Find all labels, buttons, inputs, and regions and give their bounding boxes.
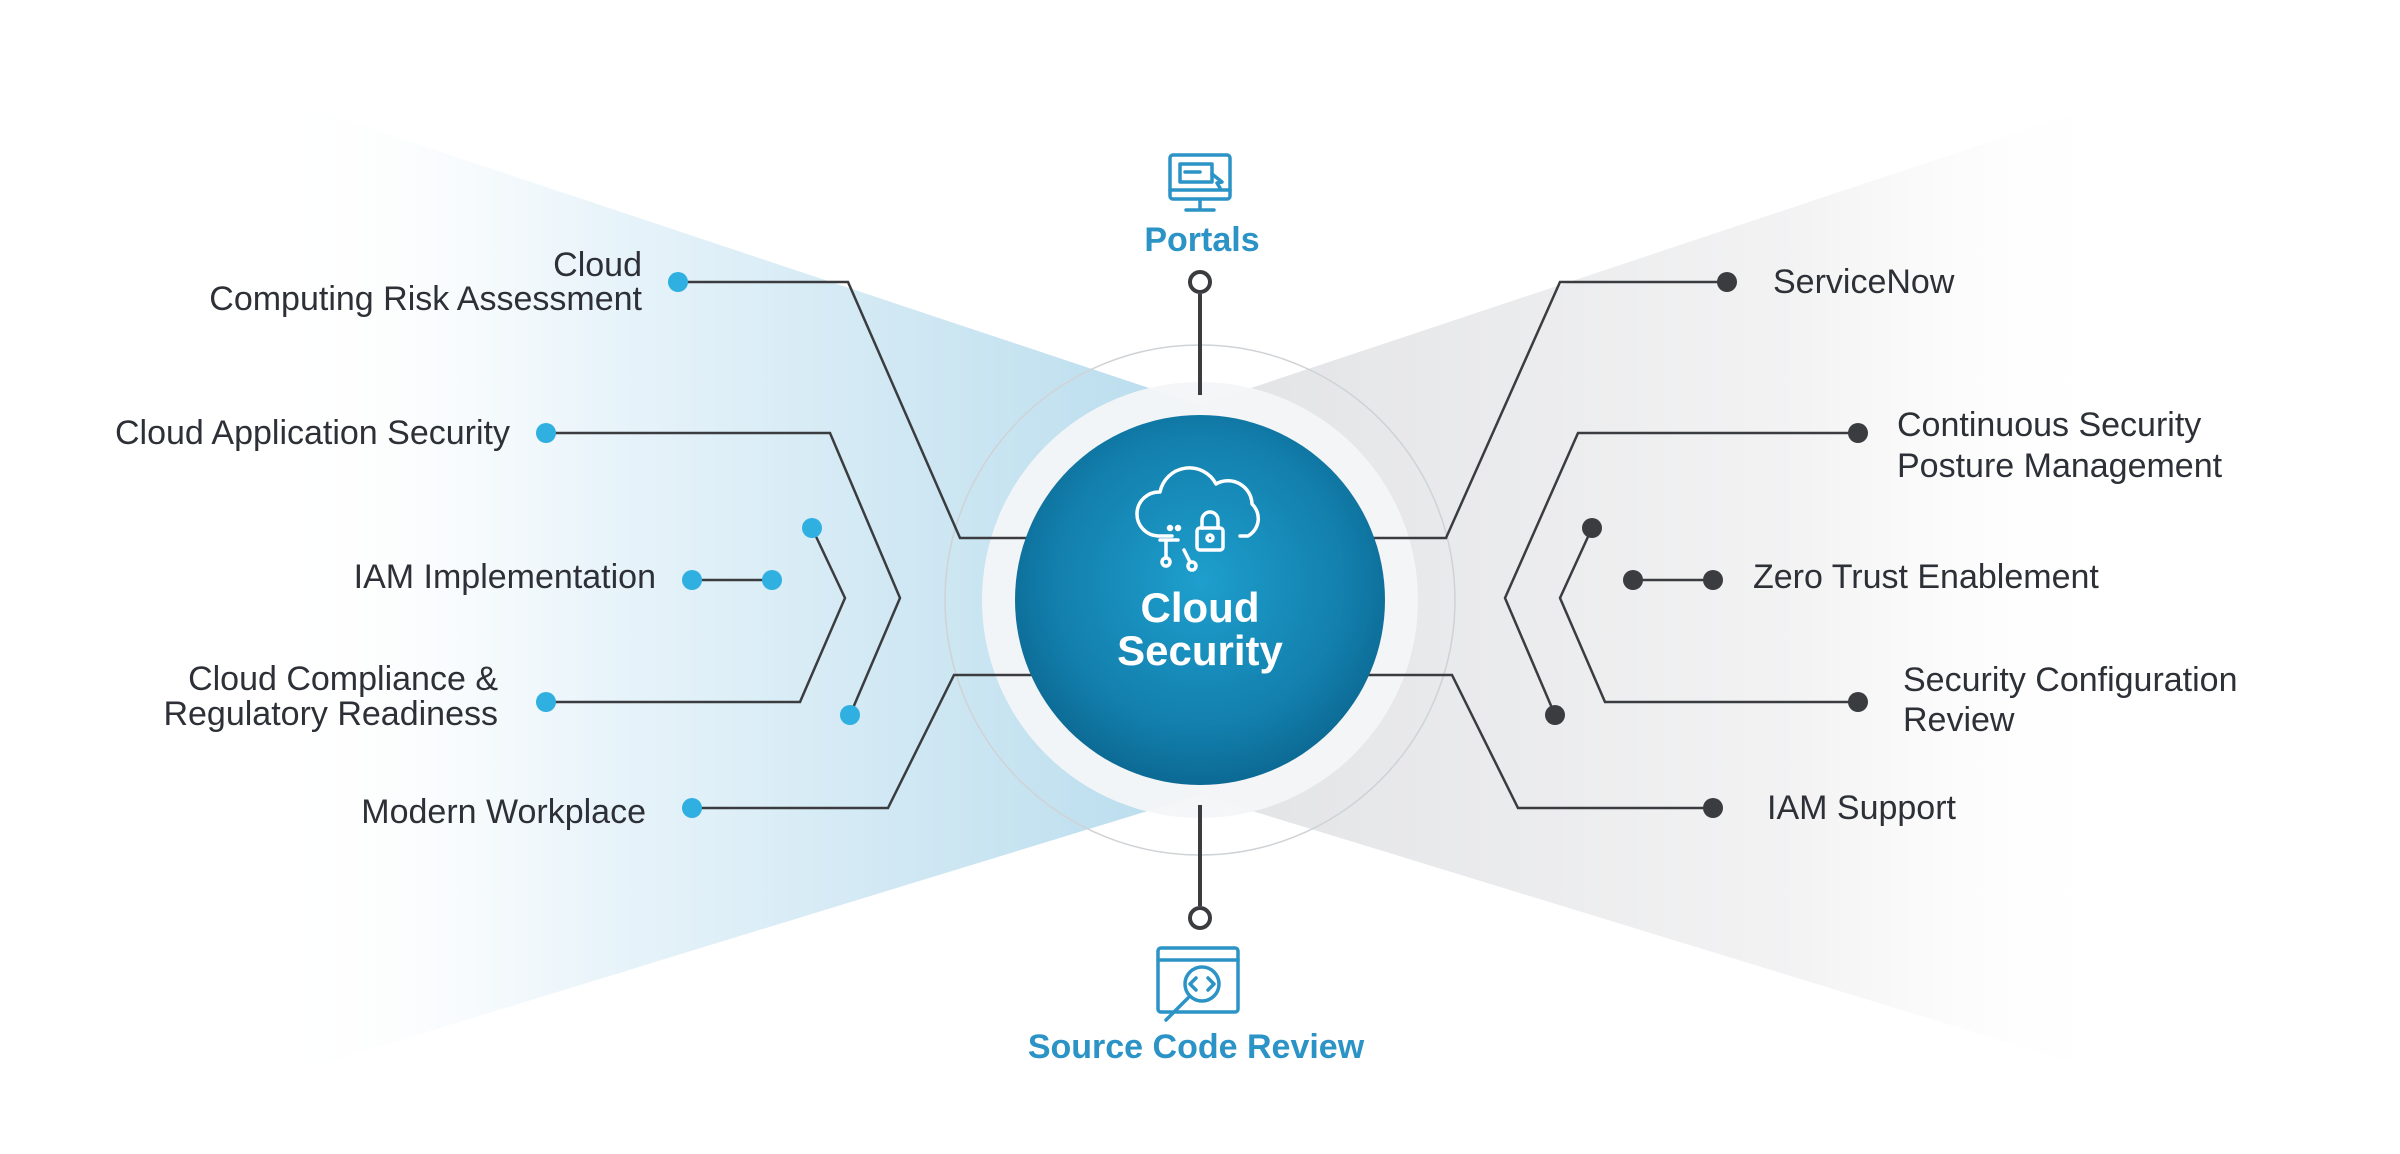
- right-item-2-line1: Continuous Security: [1897, 406, 2201, 444]
- left-item-1-line2: Computing Risk Assessment: [209, 280, 642, 318]
- right-gray-wedge: [1200, 95, 2130, 1080]
- left-item-4-line2: Regulatory Readiness: [163, 695, 498, 733]
- right-item-2-line2: Posture Management: [1897, 447, 2223, 485]
- right-dots: [1545, 272, 1868, 818]
- cloud-lock-icon: [1135, 466, 1260, 572]
- left-item-2: Cloud Application Security: [115, 414, 510, 452]
- bottom-caption: Source Code Review: [1028, 1028, 1365, 1066]
- right-item-4-line1: Security Configuration: [1903, 661, 2238, 699]
- center-title-line1: Cloud: [1141, 584, 1260, 631]
- top-caption: Portals: [1144, 221, 1259, 259]
- left-item-4-line1: Cloud Compliance &: [188, 660, 498, 698]
- center-circle: [1015, 415, 1385, 785]
- top-node: [1188, 270, 1212, 294]
- bottom-node: [1188, 906, 1212, 930]
- right-item-4-line2: Review: [1903, 701, 2015, 739]
- left-blue-wedge: [270, 95, 1200, 1080]
- monitor-icon: [1168, 153, 1232, 212]
- right-item-3: Zero Trust Enablement: [1753, 558, 2099, 596]
- left-item-1-line1: Cloud: [553, 246, 642, 284]
- left-item-5: Modern Workplace: [361, 793, 646, 831]
- code-review-icon: [1156, 946, 1240, 1022]
- left-connectors: [546, 280, 1040, 810]
- right-item-1: ServiceNow: [1773, 263, 1955, 301]
- left-dots: [536, 272, 860, 818]
- left-item-3: IAM Implementation: [354, 558, 656, 596]
- center-title-line2: Security: [1117, 627, 1283, 674]
- right-connectors: [1360, 280, 1858, 810]
- right-item-5: IAM Support: [1767, 789, 1957, 827]
